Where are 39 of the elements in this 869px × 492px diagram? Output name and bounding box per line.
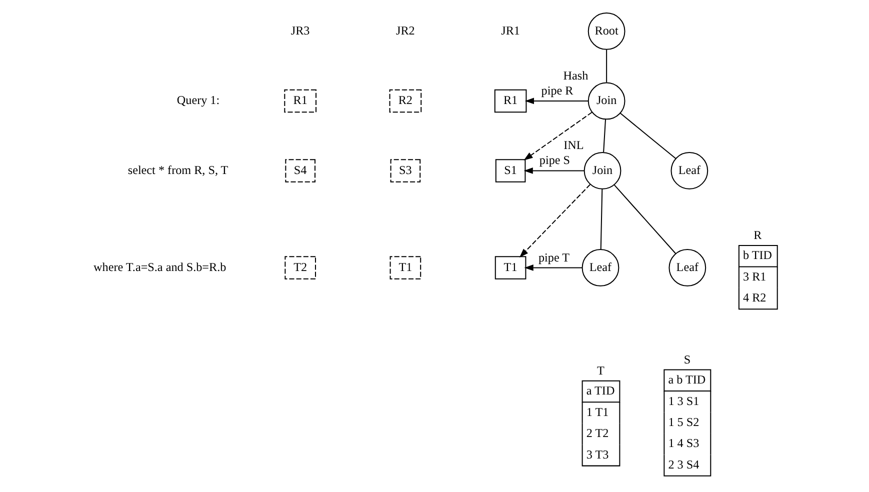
arrow — [524, 264, 582, 270]
node-box: T2 — [284, 256, 316, 279]
connector — [602, 118, 606, 152]
edge-label: pipe T — [538, 250, 570, 264]
node-circle: Leaf — [581, 248, 619, 286]
edge-label: pipe R — [540, 83, 573, 97]
connector — [619, 112, 676, 158]
arrow — [518, 184, 590, 258]
label: select * from R, S, T — [127, 162, 228, 176]
node-box: T1 — [389, 256, 421, 279]
node-circle: Leaf — [670, 152, 708, 189]
connector — [600, 188, 602, 249]
label: JR2 — [396, 22, 414, 37]
label: where T.a=S.a and S.b=R.b — [93, 259, 226, 274]
connector — [606, 49, 607, 82]
node-circle: Root — [587, 12, 625, 50]
node-label: S — [683, 352, 690, 366]
arrow — [524, 97, 588, 104]
node-label: Hash — [562, 68, 588, 82]
label: JR3 — [290, 22, 310, 37]
node-box: S3 — [390, 158, 420, 182]
node-box: S4 — [284, 158, 315, 182]
arrow — [523, 111, 592, 160]
node-circle: Leaf — [668, 248, 706, 286]
label: JR1 — [500, 22, 520, 37]
node-circle: Join — [583, 152, 621, 189]
connector — [613, 184, 676, 254]
node-circle: Join — [587, 82, 625, 120]
node-box: R1 — [284, 88, 316, 112]
node-box: R2 — [388, 88, 422, 112]
label: Query 1: — [176, 92, 220, 107]
node-label: INL — [563, 138, 584, 152]
arrow — [523, 167, 584, 174]
node-box: S1 — [494, 158, 526, 182]
node-label: T — [596, 362, 604, 377]
node-label: R — [753, 228, 762, 242]
node-box: T1 — [494, 256, 526, 279]
node-box: R1 — [494, 88, 526, 112]
edge-label: pipe S — [538, 152, 570, 167]
